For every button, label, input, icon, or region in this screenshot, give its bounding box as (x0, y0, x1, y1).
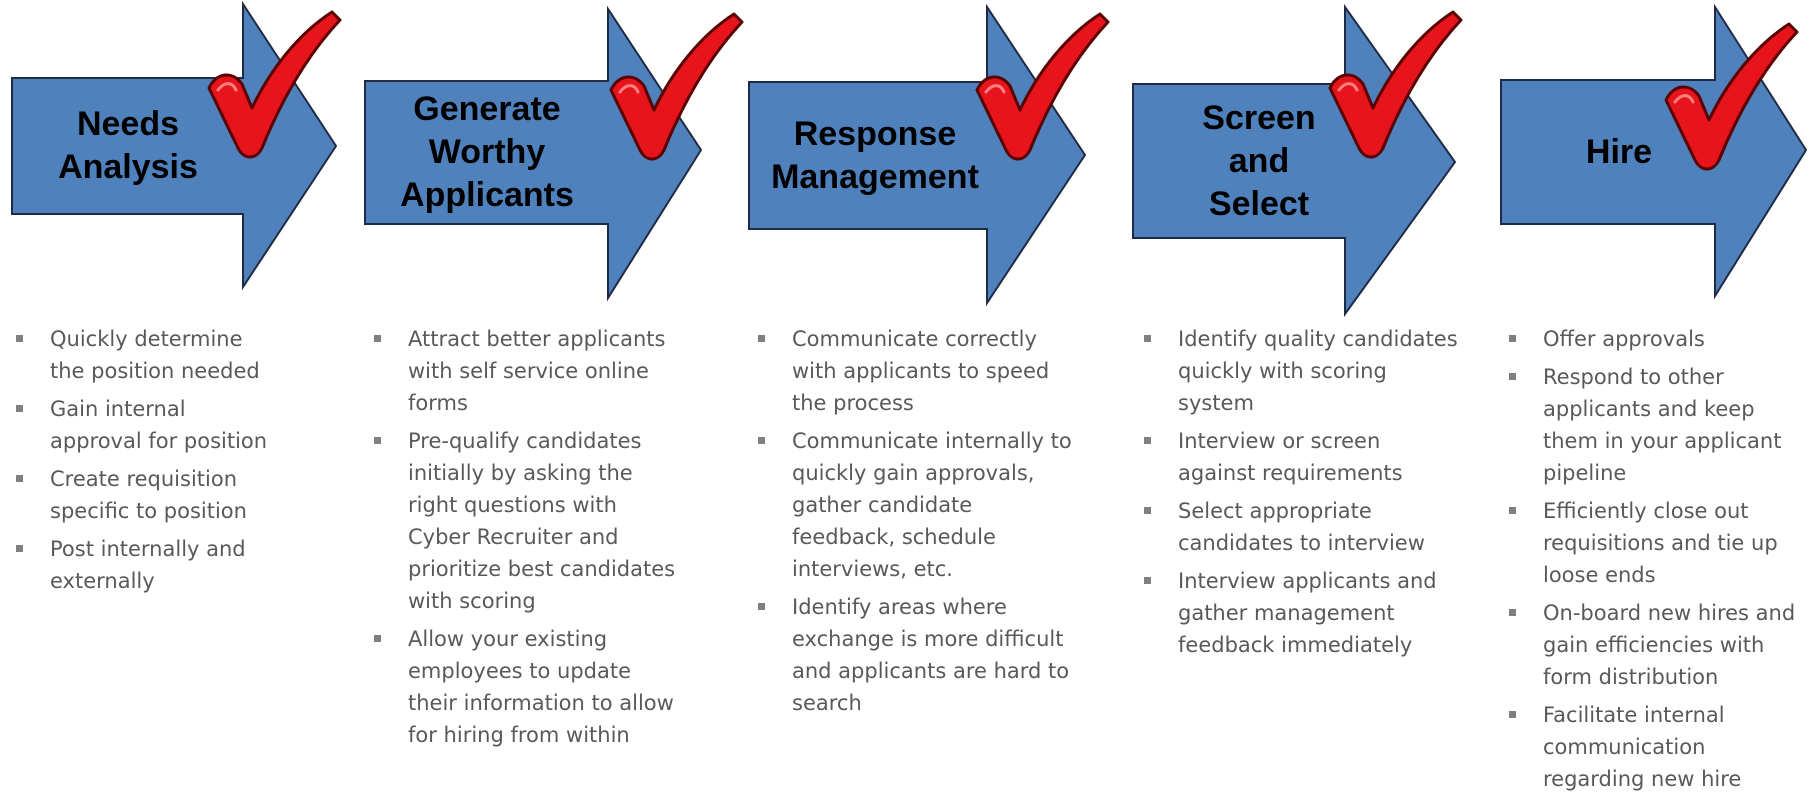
arrow-shape (11, 0, 338, 291)
step-generate-worthy-applicants: Generate Worthy Applicants Attract bette… (364, 0, 745, 795)
square-bullet-icon (1509, 711, 1516, 718)
list-item-text: Communicate correctly with applicants to… (792, 327, 1050, 415)
list-item-text: On-board new hires and gain efficiencies… (1543, 601, 1796, 689)
step-title-line: and (1228, 141, 1290, 180)
list-item: Identify areas where exchange is more di… (754, 591, 1074, 719)
step-needs-analysis: Needs Analysis Quickly determine the pos… (11, 0, 352, 795)
list-item-text: Attract better applicants with self serv… (408, 327, 666, 415)
step-title-line: Generate (413, 90, 561, 128)
step-title: Screen and Select (1153, 84, 1365, 238)
checkmark-icon (609, 12, 744, 161)
list-item-text: Quickly determine the position needed (50, 327, 260, 383)
list-item: Efficiently close out requisitions and t… (1505, 495, 1805, 591)
list-item: Quickly determine the position needed (12, 323, 272, 387)
list-item: Offer approvals (1505, 323, 1805, 355)
list-item: Communicate internally to quickly gain a… (754, 425, 1074, 585)
list-item-text: Communicate internally to quickly gain a… (792, 429, 1072, 581)
list-item: Communicate correctly with applicants to… (754, 323, 1074, 419)
list-item-text: Respond to other applicants and keep the… (1543, 365, 1782, 485)
square-bullet-icon (1144, 577, 1151, 584)
list-item-text: Gain internal approval for position (50, 397, 268, 453)
arrow-shape (1500, 3, 1808, 300)
list-item: Allow your existing employees to update … (370, 623, 685, 751)
square-bullet-icon (374, 437, 381, 444)
list-item: Create requisition specific to position (12, 463, 272, 527)
list-item: Respond to other applicants and keep the… (1505, 361, 1805, 489)
list-item: Pre-qualify candidates initially by aski… (370, 425, 685, 617)
step-hire: Hire Offer approvals Respond to other ap… (1500, 0, 1810, 795)
list-item: Attract better applicants with self serv… (370, 323, 685, 419)
list-item-text: Interview applicants and gather manageme… (1178, 569, 1437, 657)
list-item: Post internally and externally (12, 533, 272, 597)
checkmark-icon (1664, 22, 1799, 171)
step-title: Generate Worthy Applicants (365, 81, 609, 224)
bullet-list: Quickly determine the position needed Ga… (12, 323, 272, 603)
list-item: Gain internal approval for position (12, 393, 272, 457)
step-screen-and-select: Screen and Select Identify quality candi… (1132, 0, 1503, 795)
list-item-text: Identify quality candidates quickly with… (1178, 327, 1458, 415)
step-response-management: Response Management Communicate correctl… (748, 0, 1129, 795)
list-item-text: Offer approvals (1543, 327, 1705, 351)
step-title: Needs Analysis (12, 78, 244, 214)
square-bullet-icon (1144, 507, 1151, 514)
square-bullet-icon (758, 437, 765, 444)
square-bullet-icon (1509, 609, 1516, 616)
square-bullet-icon (758, 603, 765, 610)
list-item: Interview applicants and gather manageme… (1140, 565, 1460, 661)
step-title-line: Hire (1585, 132, 1653, 171)
square-bullet-icon (16, 405, 23, 412)
square-bullet-icon (374, 635, 381, 642)
square-bullet-icon (1144, 437, 1151, 444)
square-bullet-icon (16, 475, 23, 482)
square-bullet-icon (758, 335, 765, 342)
square-bullet-icon (374, 335, 381, 342)
square-bullet-icon (1144, 335, 1151, 342)
square-bullet-icon (1509, 335, 1516, 342)
step-title-line: Needs (76, 105, 180, 143)
list-item-text: Select appropriate candidates to intervi… (1178, 499, 1425, 555)
square-bullet-icon (1509, 507, 1516, 514)
step-title-line: Applicants (400, 176, 574, 214)
list-item-text: Pre-qualify candidates initially by aski… (408, 429, 676, 613)
list-item-text: Interview or screen against requirements (1178, 429, 1403, 485)
bullet-list: Offer approvals Respond to other applica… (1505, 323, 1805, 801)
bullet-list: Communicate correctly with applicants to… (754, 323, 1074, 725)
step-title-line: Select (1208, 184, 1310, 223)
checkmark-icon (1328, 10, 1463, 159)
list-item: Select appropriate candidates to intervi… (1140, 495, 1460, 559)
list-item-text: Allow your existing employees to update … (408, 627, 674, 747)
square-bullet-icon (16, 545, 23, 552)
step-title-line: Response (793, 114, 957, 153)
step-title-line: Screen (1202, 98, 1316, 137)
list-item-text: Identify areas where exchange is more di… (792, 595, 1070, 715)
checkmark-icon (975, 12, 1110, 161)
bullet-list: Identify quality candidates quickly with… (1140, 323, 1460, 667)
list-item-text: Facilitate internal communication regard… (1543, 703, 1742, 791)
bullet-list: Attract better applicants with self serv… (370, 323, 685, 757)
step-title-line: Management (771, 157, 979, 196)
step-title-line: Analysis (58, 148, 198, 186)
list-item: On-board new hires and gain efficiencies… (1505, 597, 1805, 693)
square-bullet-icon (1509, 373, 1516, 380)
list-item: Identify quality candidates quickly with… (1140, 323, 1460, 419)
step-title-line: Worthy (428, 133, 546, 171)
arrow-shape (1132, 3, 1457, 318)
list-item-text: Post internally and externally (50, 537, 246, 593)
list-item: Interview or screen against requirements (1140, 425, 1460, 489)
list-item-text: Efficiently close out requisitions and t… (1543, 499, 1778, 587)
square-bullet-icon (16, 335, 23, 342)
list-item-text: Create requisition specific to position (50, 467, 247, 523)
list-item: Facilitate internal communication regard… (1505, 699, 1805, 795)
step-title: Hire (1501, 80, 1737, 224)
checkmark-icon (207, 10, 342, 159)
step-title: Response Management (749, 82, 1001, 229)
